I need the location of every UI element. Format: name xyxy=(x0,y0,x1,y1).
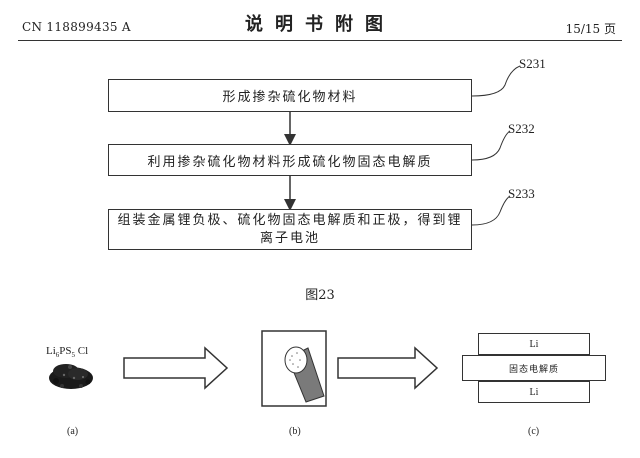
caption-a: (a) xyxy=(67,426,79,437)
flow-step-s231: 形成掺杂硫化物材料 xyxy=(108,79,472,112)
pressing-die-icon xyxy=(261,330,327,407)
anode-layer-bottom: Li xyxy=(478,381,590,403)
header-divider xyxy=(18,40,622,41)
powder-formula: Li6PS5 Cl xyxy=(46,345,89,360)
electrolyte-layer: 固态电解质 xyxy=(462,355,606,381)
powder-pile-icon xyxy=(49,364,93,389)
flow-step-s232: 利用掺杂硫化物材料形成硫化物固态电解质 xyxy=(108,144,472,176)
step-label-s231: S231 xyxy=(519,56,546,71)
leader-s232 xyxy=(471,130,511,161)
process-arrow-1-icon xyxy=(123,346,229,390)
page-number: 15/15 页 xyxy=(565,22,616,36)
anode-layer-top: Li xyxy=(478,333,590,355)
page-heading: 说明书附图 xyxy=(245,14,395,35)
step-label-s233: S233 xyxy=(508,186,535,201)
leader-s231 xyxy=(471,65,521,97)
figure-title: 图23 xyxy=(305,288,335,303)
patent-number: CN 118899435 A xyxy=(22,20,131,34)
step-label-s232: S232 xyxy=(508,121,535,136)
leader-s233 xyxy=(471,195,511,226)
flow-step-s233: 组装金属锂负极、硫化物固态电解质和正极，得到锂离子电池 xyxy=(108,209,472,250)
process-arrow-2-icon xyxy=(337,346,439,390)
caption-b: (b) xyxy=(289,426,301,437)
caption-c: (c) xyxy=(528,426,540,437)
